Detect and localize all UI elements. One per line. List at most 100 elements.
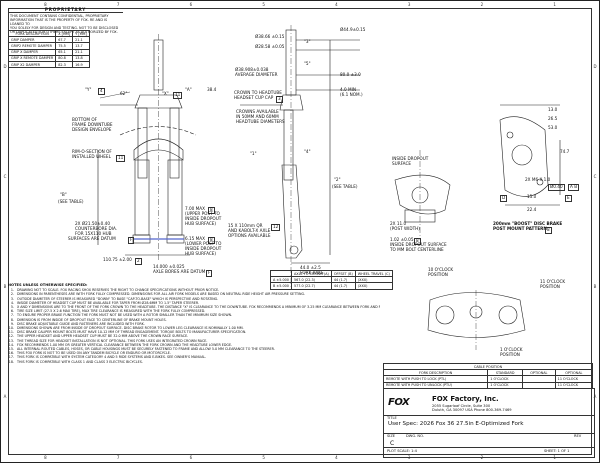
lower-post-1: 6.15 MAX <box>185 236 206 241</box>
dim-angle: 62° <box>120 91 128 96</box>
rim-ref: 11 <box>116 155 126 162</box>
dim-r74: 74.7 <box>560 149 570 154</box>
table-cell: (XXX) <box>354 282 393 290</box>
note-item: 4.INSIDE DIAMETER OF HEADSET CUP MUST BE… <box>8 301 380 305</box>
dim-a: "A" <box>185 87 192 92</box>
note-item: 5.X AND Y DIMENSIONS ARE TO THE FRONT OF… <box>8 305 380 309</box>
note-text: TIRE SIZE LIMIT (27.5 X 2.6 MAX TIRE), M… <box>17 309 206 314</box>
dim-r-bolt: 2X M6 X 1.0 <box>525 177 551 182</box>
note-item: 11.DISC BRAKE CALIPER MOUNT BOLTS MUST H… <box>8 330 380 334</box>
left-leg-top <box>435 305 455 325</box>
fork-rake: 44.0 ±2.5 <box>300 265 321 270</box>
note-item: 16.THIS FOX FORK IS NOT TO BE USED ON AN… <box>8 351 380 355</box>
note-number: 11. <box>8 330 14 335</box>
clock-right-2: POSITION <box>540 284 560 289</box>
dim-x: "X" <box>162 91 169 96</box>
proprietary-line: YOU SOLELY FOR DESIGN AND TESTING. NOT T… <box>10 26 119 30</box>
right-stanchion <box>169 107 180 179</box>
bottom-crown-2: FRAME DOWNTUBE <box>72 122 113 127</box>
fork-description-table: FORK DESCRIPTION X [MM] Y [MM] GRIP DAMP… <box>7 29 90 69</box>
size-label: SIZE <box>387 434 396 438</box>
upper-post-ref: 8 <box>208 207 215 214</box>
dim-r15: 15.0 <box>527 194 537 199</box>
clock-bottom-2: POSITION <box>500 352 520 357</box>
side-view <box>240 25 360 290</box>
table-cell: 82.3 <box>55 60 74 69</box>
fork-arch <box>133 138 184 161</box>
bottom-crown-1: BOTTOM OF <box>72 117 98 122</box>
note-text: DIMENSION IS FROM INSIDE OF DROPOUT FACE… <box>17 317 167 322</box>
note-number: 1. <box>10 288 14 293</box>
note-item: 15.ALL INTERNAL ROUTED CABLES, HOSES, OR… <box>8 347 380 351</box>
table-cell: 16.9 <box>72 60 90 69</box>
inside-dropout-1: INSIDE DROPOUT <box>392 156 429 161</box>
dim-r26: 26.5 <box>548 116 558 121</box>
company-address: 2055 Sugarloaf Circle, Suite 300 Duluth,… <box>432 404 542 412</box>
inside-dropout-2: SURFACE <box>392 161 412 166</box>
dim-r13: 13.0 <box>548 107 558 112</box>
dim-x-ref: 11 <box>173 92 183 99</box>
note-number: 16. <box>8 351 14 356</box>
title-block: FOX FOX Factory, Inc. 2055 Sugarloaf Cir… <box>383 388 595 458</box>
note-item: 1.DRAWING NOT TO SCALE. FOX RACING SHOX … <box>8 288 380 292</box>
divider <box>384 433 594 434</box>
table-row: REMOTE WITH PUSH TO UNLOCK (PTU)1 O'CLOC… <box>382 381 594 389</box>
note-text: INSIDE DIAMETER OF HEADSET CUP MUST BE A… <box>17 300 200 305</box>
clock-right-1: 11 O'CLOCK <box>540 279 566 284</box>
divider <box>384 447 594 448</box>
crown <box>134 94 183 109</box>
note-item: 7.TO ENSURE PROPER BRAKE FUNCTION THE FO… <box>8 313 380 317</box>
note-number: 12. <box>8 334 14 339</box>
dim-d4-note: AVERAGE DIAMETER <box>235 72 278 77</box>
note-number: 7. <box>10 313 14 318</box>
table-cell: B ±5.000 <box>270 282 292 290</box>
post-dim-ref: 8 <box>414 238 421 245</box>
note-text: THE THREAD SIZE FOR HEADSET INSTALLATION… <box>17 338 208 343</box>
note-number: 4. <box>10 300 14 305</box>
datum-d: D <box>500 195 508 202</box>
plot-scale: PLOT SCALE: 1:4 <box>387 449 417 453</box>
note-item: 10.DIMENSIONS SHOWN ARE FROM INSIDE OF D… <box>8 326 380 330</box>
dim-y: "Y" <box>85 87 92 92</box>
fox-logo: FOX <box>388 397 410 408</box>
rim-text-2: INSTALLED WHEEL <box>72 154 111 159</box>
axle-width-ref: 2 <box>135 258 142 265</box>
dim-see-table-2: (SEE TABLE) <box>332 184 358 189</box>
post-note-2: TO MM BOLT CENTERLINE <box>390 247 444 252</box>
dim-5: "5" <box>304 61 311 66</box>
crown-avail-2: IN 50MM AND 60MM <box>236 114 279 119</box>
clearance-4: SURFACES ARE DATUM <box>68 236 116 241</box>
upper-post-2: (UPPER POST TO <box>185 211 220 216</box>
note-number: 14. <box>8 342 14 347</box>
clearance-3: FOR 15X110 HUB <box>75 231 112 236</box>
rev-label: REV <box>574 434 582 438</box>
crown-ref-box: 3 <box>276 96 283 103</box>
note-number: 17. <box>8 355 14 360</box>
clearance-2: COUNTERBORE DIA. <box>75 226 118 231</box>
crown-note-2: HEADSET CUP CAP <box>234 95 274 100</box>
clock-left-2: POSITION <box>428 272 448 277</box>
note-text: FOX RECOMMENDS 1.00 MM OR GREATER VERTIC… <box>17 342 233 347</box>
axle-note-3: OPTIONS AVAILABLE <box>228 233 271 238</box>
cable-position-table: CABLE POSITION FORK DESCRIPTION STANDARD… <box>382 362 594 389</box>
axle-spacing-2: AXLE BORES ARE DATUM <box>153 269 206 274</box>
datum-e: E <box>565 195 572 202</box>
table-cell: 577.0 (22.7) <box>290 282 332 290</box>
lower-post-4: HUB SURFACE) <box>185 251 217 256</box>
note-item: 2.DIMENSIONS IN PARENTHESES ARE WITH FOR… <box>8 292 380 296</box>
note-item: 6.TIRE SIZE LIMIT (27.5 X 2.6 MAX TIRE),… <box>8 309 380 313</box>
dim-d1: Ø44.9±0.15 <box>340 27 366 32</box>
dim-d2: Ø38.66 ±0.15 <box>255 34 285 39</box>
front-view <box>97 34 197 260</box>
lower-post-2: (LOWER POST TO <box>185 241 222 246</box>
top-view <box>427 290 526 350</box>
divider <box>384 415 594 416</box>
caliper-body <box>394 174 451 215</box>
